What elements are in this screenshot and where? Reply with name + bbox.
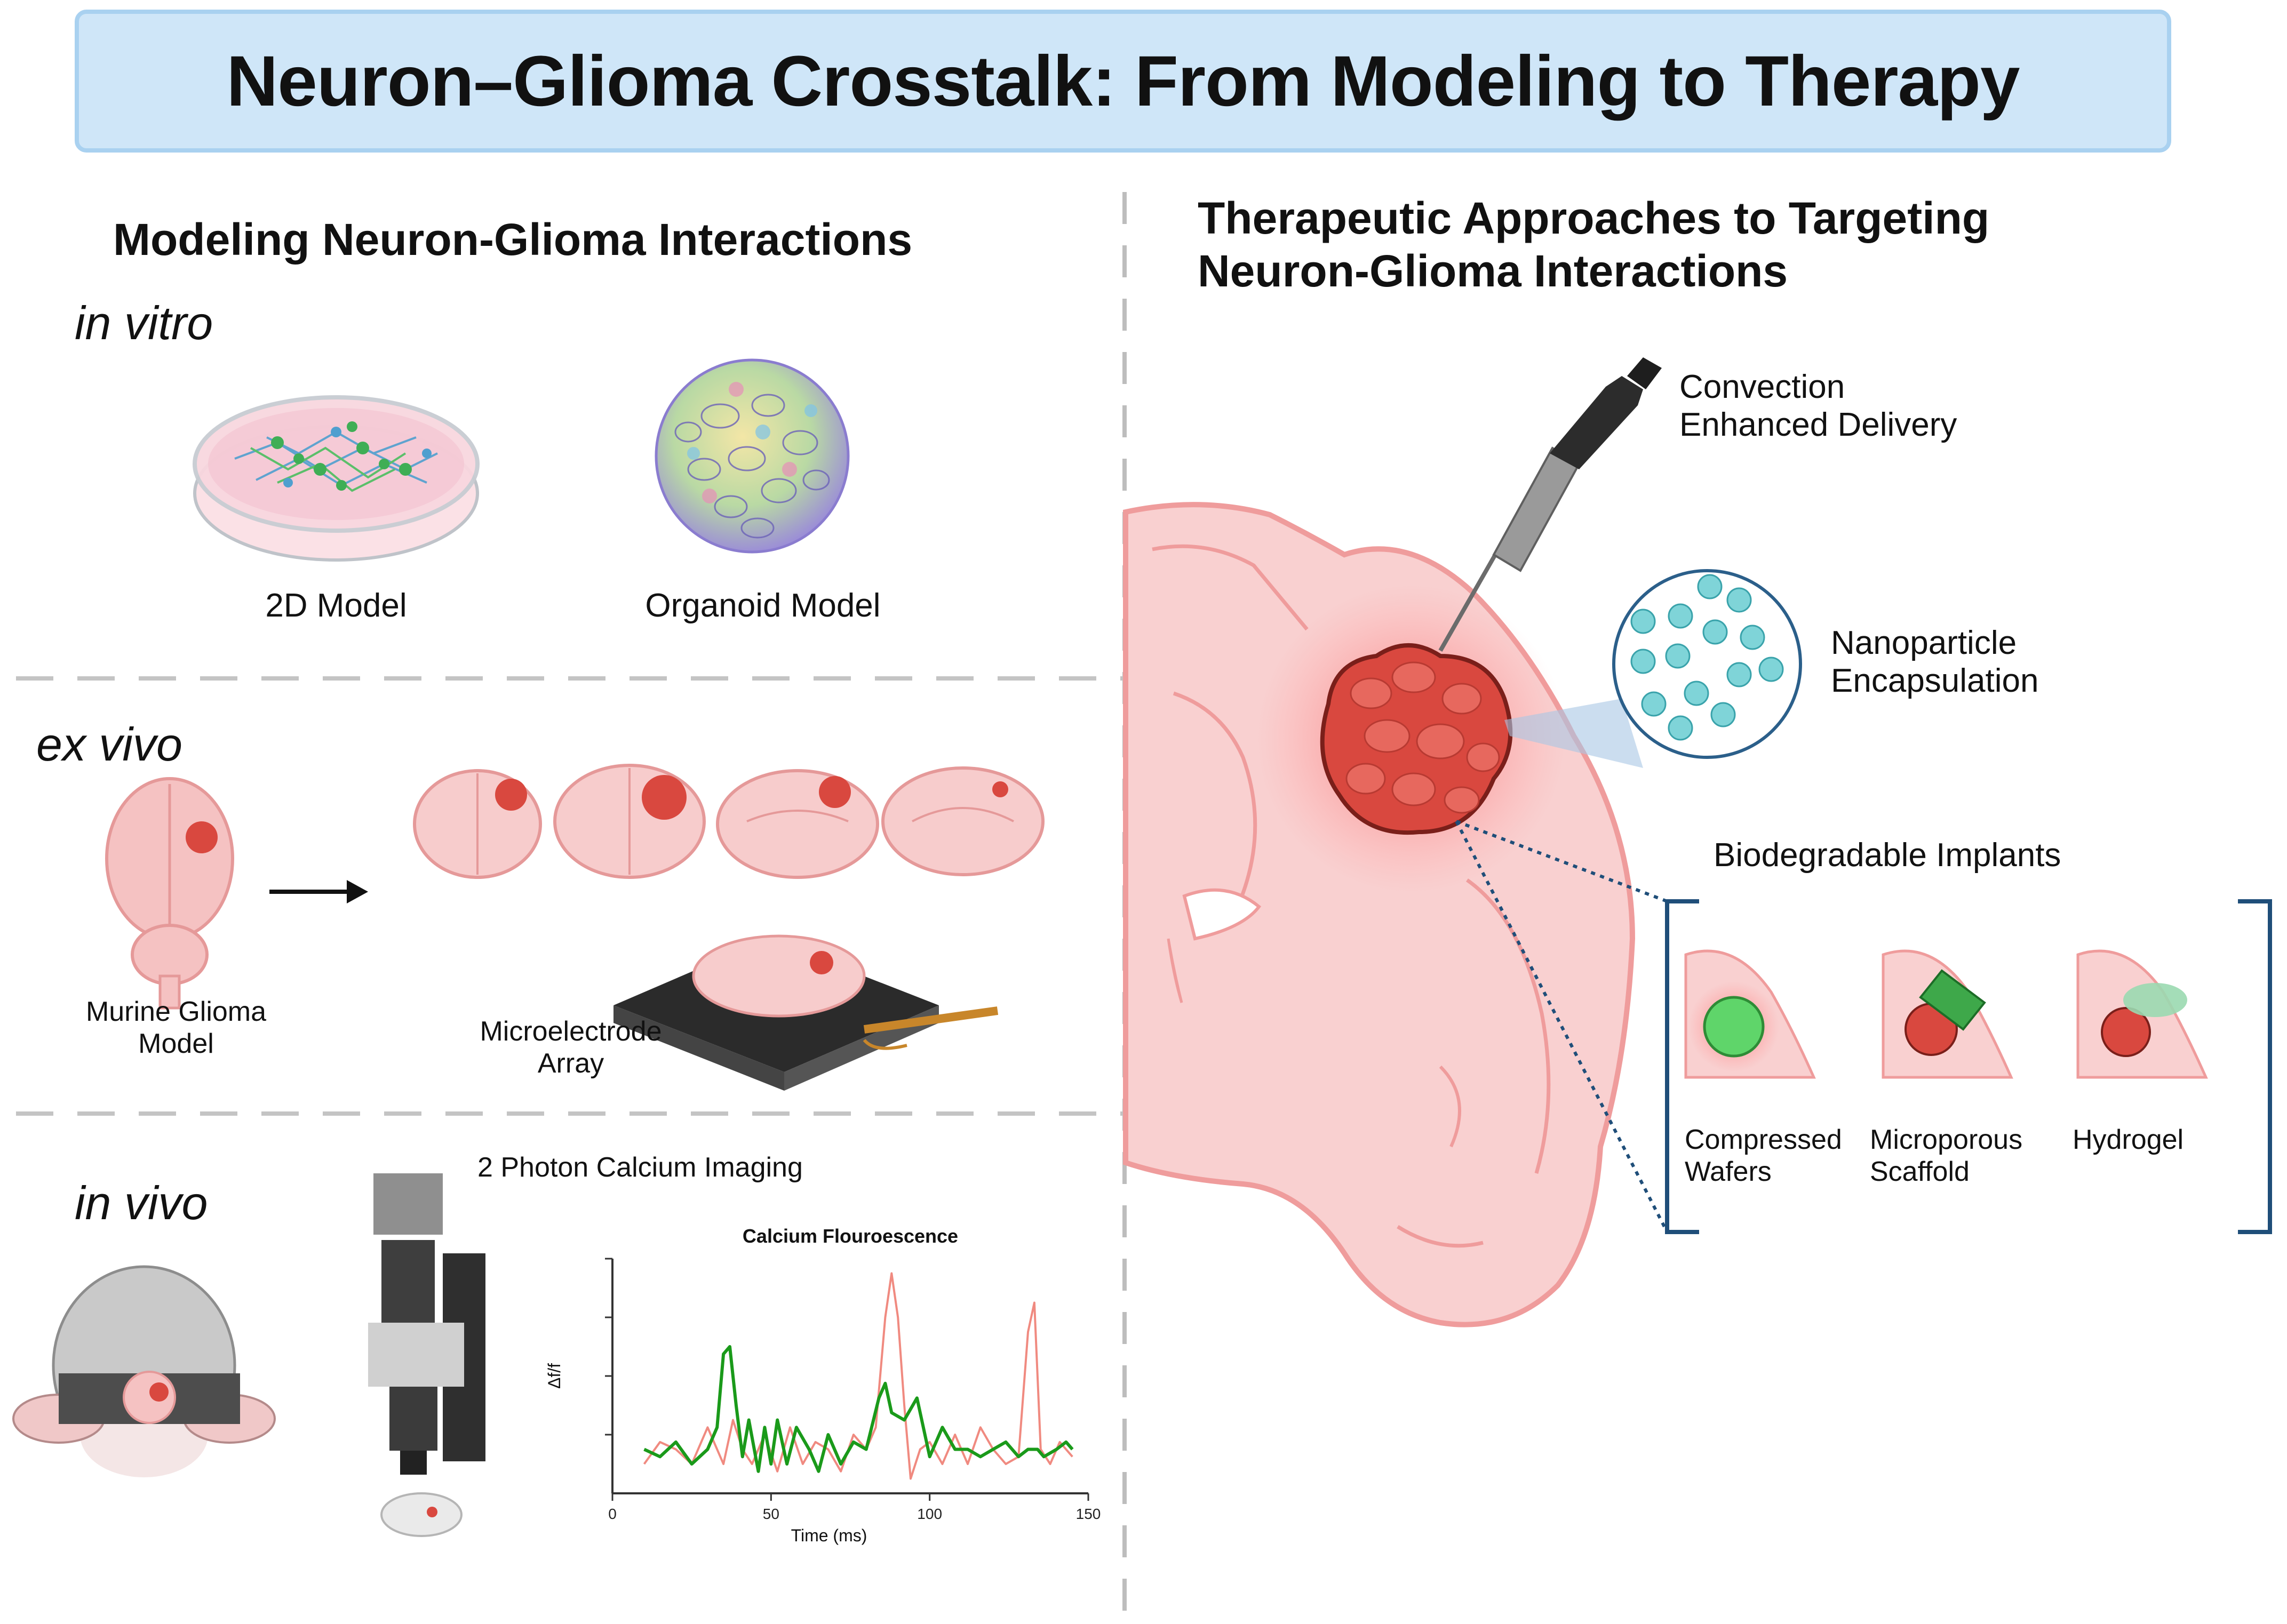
nanoparticle-caption-line2: Encapsulation (1831, 662, 2039, 700)
title-banner: Neuron–Glioma Crosstalk: From Modeling t… (75, 10, 2171, 153)
ex-vivo-label: ex vivo (36, 718, 182, 771)
hydrogel-line1: Hydrogel (2073, 1124, 2184, 1155)
implant-caption-wafers: Compressed Wafers (1685, 1124, 1842, 1188)
mea-caption: Microelectrode Array (459, 1016, 683, 1080)
nanoparticle-caption: Nanoparticle Encapsulation (1831, 624, 2039, 700)
murine-caption-line2: Model (138, 1028, 214, 1059)
modeling-heading: Modeling Neuron-Glioma Interactions (113, 214, 913, 265)
ced-caption-line2: Enhanced Delivery (1679, 406, 1957, 444)
murine-caption-line1: Murine Glioma (85, 996, 267, 1027)
figure-title: Neuron–Glioma Crosstalk: From Modeling t… (226, 41, 2020, 121)
organoid-illustration (655, 358, 850, 554)
two-photon-microscope-illustration (368, 1173, 485, 1537)
implants-title: Biodegradable Implants (1714, 837, 2061, 874)
wafers-line1: Compressed (1685, 1124, 1842, 1155)
chart-x-tick-label-3: 150 (1076, 1506, 1101, 1522)
chart-x-tick-label-1: 50 (763, 1506, 779, 1522)
organoid-caption: Organoid Model (645, 587, 881, 624)
two-photon-caption: 2 Photon Calcium Imaging (477, 1152, 803, 1183)
mea-caption-line1: Microelectrode (480, 1016, 662, 1047)
microelectrode-array-illustration (613, 934, 999, 1091)
ced-caption: Convection Enhanced Delivery (1679, 368, 1957, 444)
arrow-to-slices (269, 880, 368, 903)
chart-series-1 (643, 1272, 1073, 1480)
murine-brain-illustration (105, 777, 234, 1010)
murine-glioma-caption: Murine Glioma Model (75, 996, 277, 1060)
implant-hydrogel (2076, 949, 2208, 1079)
implants-bracket (1665, 899, 2272, 1234)
head-fixed-mouse-illustration (12, 1265, 276, 1477)
therapeutic-heading-line2: Neuron-Glioma Interactions (1198, 246, 1788, 297)
implant-caption-hydrogel: Hydrogel (2073, 1124, 2184, 1156)
implant-compressed-wafers (1684, 949, 1816, 1079)
implant-microporous-scaffold (1882, 949, 2013, 1079)
scaffold-line2: Scaffold (1870, 1156, 1970, 1187)
scaffold-line1: Microporous (1870, 1124, 2023, 1155)
in-vitro-label: in vitro (75, 297, 213, 349)
petri-dish-illustration (193, 395, 480, 562)
dotted-leader-bottom (1455, 820, 1669, 1233)
wafers-line2: Wafers (1685, 1156, 1772, 1187)
chart-y-label: Δf/f (545, 1363, 564, 1389)
tumor-mass (1320, 643, 1513, 835)
chart-x-tick-label-2: 100 (917, 1506, 942, 1522)
ced-caption-line1: Convection (1679, 369, 1845, 405)
chart-title: Calcium Flouroescence (743, 1225, 958, 1247)
mea-caption-line2: Array (537, 1047, 604, 1079)
nanoparticle-caption-line1: Nanoparticle (1831, 625, 2017, 661)
in-vivo-label: in vivo (75, 1177, 208, 1229)
therapeutic-heading: Therapeutic Approaches to Targeting Neur… (1198, 192, 1989, 298)
chart-x-tick-label-0: 0 (608, 1506, 617, 1522)
chart-x-label: Time (ms) (791, 1526, 867, 1545)
nanoparticle-magnifier (1504, 569, 1802, 768)
ced-catheter-illustration (1438, 357, 1662, 652)
2d-model-caption: 2D Model (265, 587, 407, 624)
therapeutic-heading-line1: Therapeutic Approaches to Targeting (1198, 193, 1990, 243)
implant-caption-scaffold: Microporous Scaffold (1870, 1124, 2022, 1188)
chart-series-0 (643, 1345, 1074, 1473)
